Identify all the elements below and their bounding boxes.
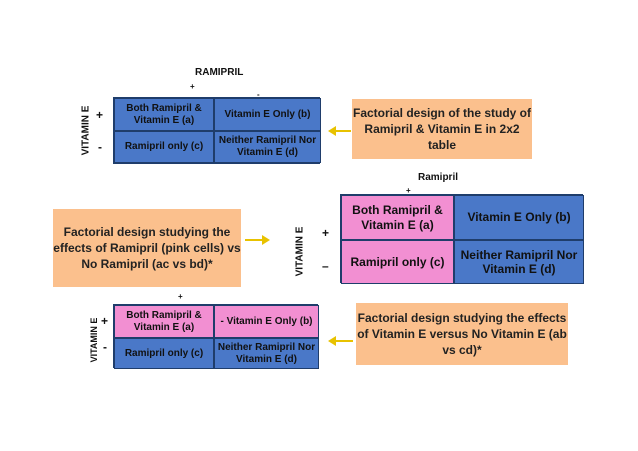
table3-side-plus: + <box>101 314 109 328</box>
table1-cell-c: Ramipril only (c) <box>114 131 214 163</box>
callout3-arrow <box>328 336 353 346</box>
table3-side-label: VITAMIN E <box>89 317 99 363</box>
table1-top-label: RAMIPRIL <box>195 67 244 78</box>
table1-side-plus: + <box>96 108 104 122</box>
callout1-arrow <box>328 126 351 136</box>
table2-grid: Both Ramipril & Vitamin E (a) Vitamin E … <box>340 194 584 284</box>
callout2-arrow <box>245 235 270 245</box>
table1-side-minus: - <box>98 140 102 154</box>
table3-side-minus: - <box>103 340 107 354</box>
table3-cell-a: Both Ramipril & Vitamin E (a) <box>114 305 214 338</box>
table3-cell-d: Neither Ramipril Nor Vitamin E (d) <box>214 338 319 369</box>
table2-top-plus: + <box>406 186 411 195</box>
table1-cell-a: Both Ramipril & Vitamin E (a) <box>114 98 214 131</box>
callout3-box: Factorial design studying the effects of… <box>356 303 568 365</box>
table2-cell-a: Both Ramipril & Vitamin E (a) <box>341 195 454 240</box>
callout2-box: Factorial design studying the effects of… <box>53 209 241 287</box>
table3-cell-b: - Vitamin E Only (b) <box>214 305 319 338</box>
table2-cell-b: Vitamin E Only (b) <box>454 195 584 240</box>
table2-side-plus: + <box>322 226 330 240</box>
table1-side-label: VITAMIN E <box>80 105 92 156</box>
table2-side-minus: – <box>322 259 329 273</box>
table1-top-plus: + <box>190 82 195 91</box>
table1-top-minus: - <box>257 90 260 99</box>
table1-grid: Both Ramipril & Vitamin E (a) Vitamin E … <box>113 97 321 164</box>
table3-top-plus: + <box>178 292 183 301</box>
table3-grid: Both Ramipril & Vitamin E (a) - Vitamin … <box>113 304 319 369</box>
table2-side-label: VITAMIN E <box>294 226 306 277</box>
table2-top-label: Ramipril <box>418 172 459 183</box>
table2-cell-c: Ramipril only (c) <box>341 240 454 284</box>
table1-cell-b: Vitamin E Only (b) <box>214 98 321 131</box>
table1-cell-d: Neither Ramipril Nor Vitamin E (d) <box>214 131 321 163</box>
callout1-box: Factorial design of the study of Ramipri… <box>352 99 532 159</box>
table3-cell-c: Ramipril only (c) <box>114 338 214 369</box>
table2-cell-d: Neither Ramipril Nor Vitamin E (d) <box>454 240 584 284</box>
